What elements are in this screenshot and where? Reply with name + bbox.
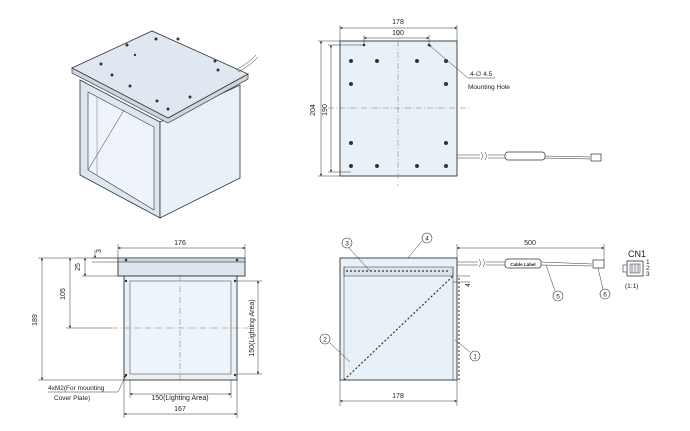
screw-note-line2: Cover Plate)	[54, 395, 90, 402]
thickness-dim: 4	[465, 283, 472, 287]
screw-note-line1: 4xM2(For mounting	[48, 385, 105, 392]
plate-width-dim: 176	[174, 240, 186, 247]
total-height-dim: 189	[32, 314, 39, 326]
connector-title: CN1	[628, 249, 646, 259]
hole-label: Mounting Hole	[468, 84, 510, 91]
top-view: 178 100 204 190 4-∅ 4.5 Mounting Hole	[310, 19, 602, 186]
svg-text:2: 2	[323, 337, 327, 344]
top-inner-height-dim: 190	[322, 104, 329, 116]
step-height-dim: 25	[75, 263, 82, 271]
connector-scale: (1:1)	[625, 283, 638, 290]
callout-1	[469, 350, 481, 362]
callout-5	[552, 290, 564, 302]
callout-3	[341, 237, 353, 249]
side-view: Cable Label 500 4 178 3 4 2 1 5	[319, 232, 611, 406]
callout-4	[421, 232, 433, 244]
lighting-area-width-dim: 150(Lighting Area)	[151, 395, 208, 402]
svg-text:4: 4	[425, 236, 429, 243]
isometric-view	[71, 30, 259, 219]
svg-text:5: 5	[556, 294, 560, 301]
svg-text:1: 1	[473, 354, 477, 361]
svg-text:6: 6	[603, 292, 607, 299]
pin-3: 3	[646, 271, 650, 278]
plate-thickness-dim: 3	[96, 249, 103, 253]
front-view: 176 3 25 105 189 150(Lighting Area) 150(…	[32, 240, 262, 418]
svg-text:3: 3	[345, 241, 349, 248]
cable-label: Cable Label	[510, 262, 535, 267]
hole-callout: 4-∅ 4.5	[470, 71, 493, 78]
pin-2: 2	[646, 265, 650, 272]
pin-1: 1	[646, 259, 650, 266]
center-height-dim: 105	[60, 288, 67, 300]
body-width-dim: 167	[174, 406, 186, 413]
cable-length-dim: 500	[524, 240, 536, 247]
top-outer-height-dim: 204	[310, 104, 317, 116]
top-width-dim: 178	[392, 19, 404, 26]
callout-6	[599, 288, 611, 300]
callout-2	[319, 333, 331, 345]
connector-cn1: CN1 1 2 3 (1:1)	[622, 249, 650, 290]
hole-pitch-dim: 100	[392, 30, 404, 37]
side-width-dim: 178	[392, 393, 404, 400]
lighting-area-height-dim: 150(Lighting Area)	[249, 299, 256, 356]
